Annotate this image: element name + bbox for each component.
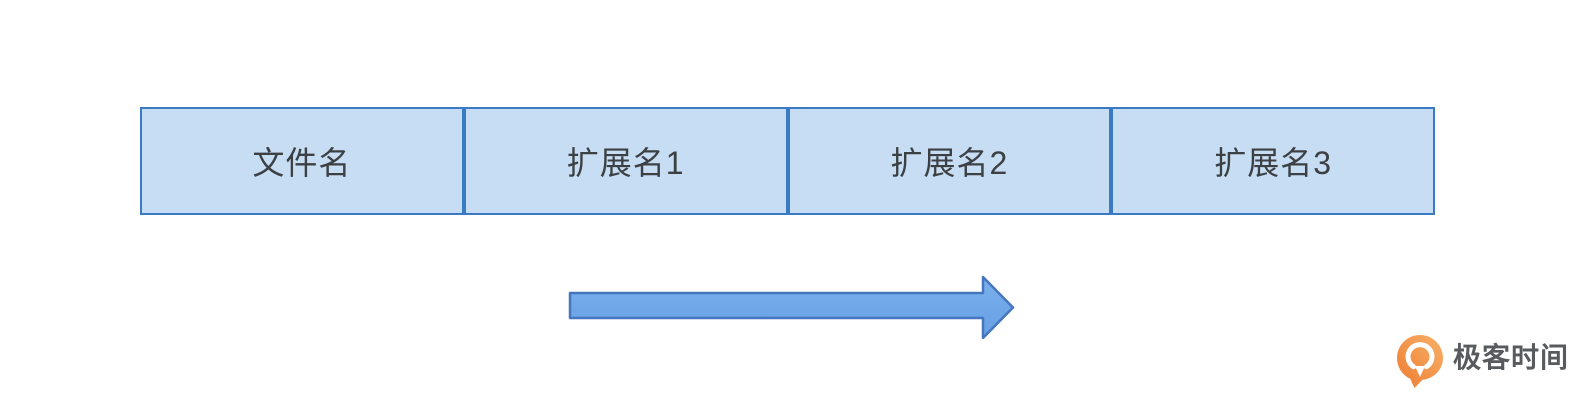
cell-filename: 文件名 bbox=[140, 107, 464, 215]
cell-extension-1-label: 扩展名1 bbox=[566, 145, 685, 181]
cell-extension-2: 扩展名2 bbox=[787, 107, 1112, 215]
filename-structure-row: 文件名 扩展名1 扩展名2 扩展名3 bbox=[140, 107, 1435, 215]
cell-filename-label: 文件名 bbox=[252, 145, 352, 181]
cell-extension-1: 扩展名1 bbox=[463, 107, 788, 215]
right-arrow-icon bbox=[563, 273, 1015, 340]
geektime-logo-text: 极客时间 bbox=[1453, 342, 1570, 373]
cell-extension-3-label: 扩展名3 bbox=[1214, 145, 1333, 181]
cell-extension-3: 扩展名3 bbox=[1111, 107, 1435, 215]
cell-extension-2-label: 扩展名2 bbox=[890, 145, 1009, 181]
geektime-logo-icon bbox=[1396, 334, 1444, 390]
geektime-logo: 极客时间 bbox=[1396, 334, 1569, 390]
